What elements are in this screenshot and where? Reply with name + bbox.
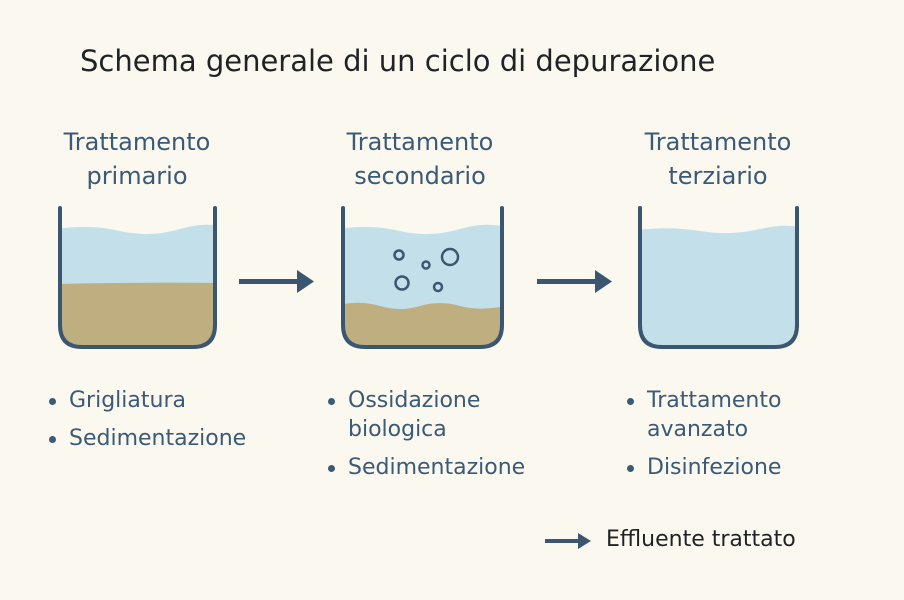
sediment [60, 282, 215, 347]
list-item: Trattamento avanzato [627, 386, 817, 444]
stage-heading-tertiary: Trattamento terziario [598, 125, 838, 193]
water [640, 225, 797, 347]
tank-tertiary [638, 206, 799, 349]
list-item: Sedimentazione [49, 424, 246, 453]
heading-line: Trattamento [346, 128, 494, 156]
list-item: Sedimentazione [328, 453, 525, 482]
stage-items-tertiary: Trattamento avanzato Disinfezione [627, 386, 817, 491]
arrow-right-icon [239, 270, 314, 293]
heading-line: terziario [668, 162, 768, 190]
arrow-right-icon [537, 270, 612, 293]
list-item: Grigliatura [49, 386, 246, 415]
heading-line: primario [86, 162, 188, 190]
sediment [343, 302, 502, 347]
legend-arrow-icon [545, 533, 591, 549]
tank-secondary [341, 206, 504, 349]
legend-label: Effluente trattato [606, 527, 796, 552]
heading-line: secondario [354, 162, 486, 190]
list-item: Ossidazione biologica [328, 386, 508, 444]
tank-primary [58, 206, 217, 349]
stage-heading-primary: Trattamento primario [17, 125, 257, 193]
stage-heading-secondary: Trattamento secondario [300, 125, 540, 193]
heading-line: Trattamento [644, 128, 792, 156]
stage-items-secondary: Ossidazione biologica Sedimentazione [328, 386, 525, 491]
list-item: Disinfezione [627, 453, 817, 482]
diagram-title: Schema generale di un ciclo di depurazio… [80, 44, 716, 78]
bubbles-icon [393, 247, 460, 293]
heading-line: Trattamento [63, 128, 211, 156]
stage-items-primary: Grigliatura Sedimentazione [49, 386, 246, 462]
